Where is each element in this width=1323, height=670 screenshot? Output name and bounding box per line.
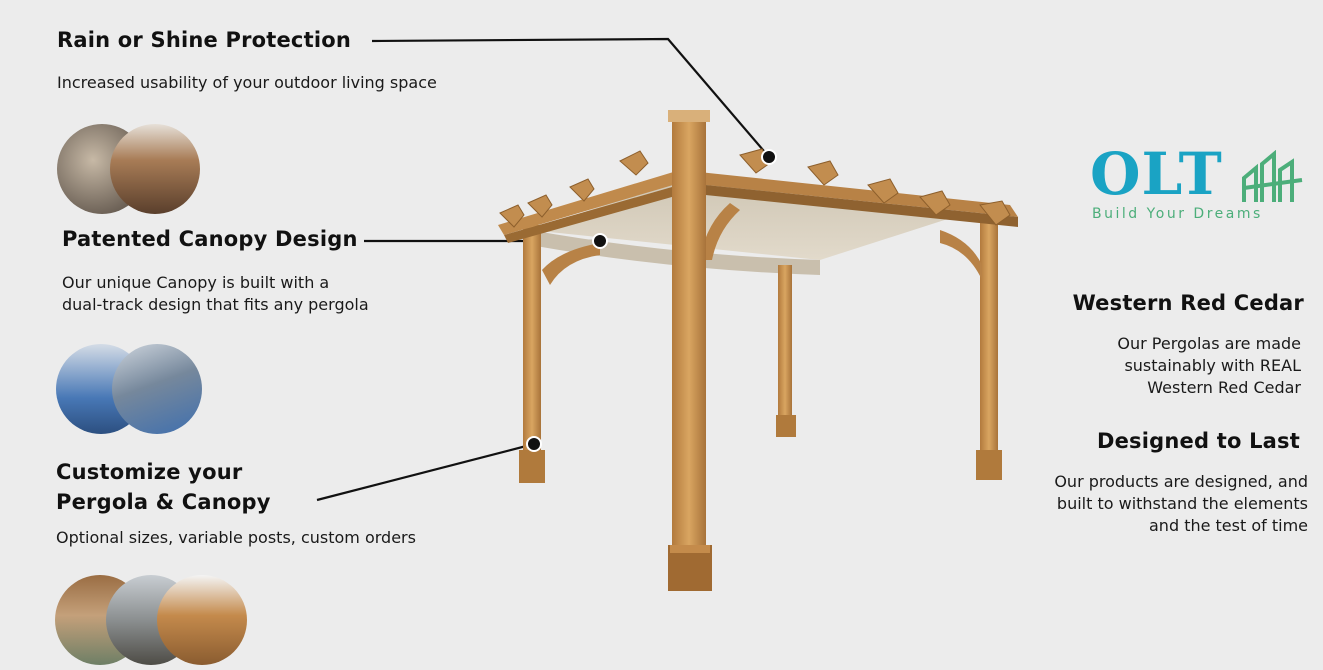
custom-pergola-thumb-3 <box>157 575 247 665</box>
canopy-description-line: Our unique Canopy is built with a <box>62 273 330 292</box>
back-right-post <box>980 223 998 473</box>
back-middle-post <box>778 265 792 425</box>
building-icon <box>1242 150 1303 202</box>
cedar-title: Western Red Cedar <box>1072 291 1304 315</box>
last-description-line: built to withstand the elements <box>1056 494 1308 513</box>
logo-tagline: Build Your Dreams <box>1092 206 1263 222</box>
last-title: Designed to Last <box>1096 429 1300 453</box>
customize-title: Customize your Pergola & Canopy <box>56 457 271 517</box>
cedar-description-line: Western Red Cedar <box>1147 378 1301 397</box>
canopy-title: Patented Canopy Design <box>62 227 358 251</box>
cedar-description-line: sustainably with REAL <box>1124 356 1301 375</box>
callout-line-customize <box>316 442 535 502</box>
rain-title: Rain or Shine Protection <box>57 28 351 52</box>
pergola-photo-thumb <box>110 124 200 214</box>
last-description-line: and the test of time <box>1149 516 1308 535</box>
cedar-description: Our Pergolas are made sustainably with R… <box>1117 333 1301 399</box>
rain-description: Increased usability of your outdoor livi… <box>57 73 437 92</box>
pergola-illustration <box>498 110 1018 591</box>
cedar-description-line: Our Pergolas are made <box>1117 334 1301 353</box>
logo-text: OLT <box>1090 140 1223 208</box>
canopy-description-line: dual-track design that fits any pergola <box>62 295 369 314</box>
customize-title-line: Pergola & Canopy <box>56 490 271 514</box>
front-post <box>672 117 706 557</box>
canopy-closeup-thumb <box>112 344 202 434</box>
last-description: Our products are designed, and built to … <box>1054 471 1308 537</box>
olt-logo: OLT Build Your Dreams <box>1090 140 1305 228</box>
canopy-description: Our unique Canopy is built with a dual-t… <box>62 272 369 316</box>
last-description-line: Our products are designed, and <box>1054 472 1308 491</box>
customize-title-line: Customize your <box>56 460 243 484</box>
front-left-beam <box>498 170 690 235</box>
back-left-post <box>523 225 541 480</box>
callout-line-rain <box>371 37 770 158</box>
customize-description: Optional sizes, variable posts, custom o… <box>56 528 416 547</box>
